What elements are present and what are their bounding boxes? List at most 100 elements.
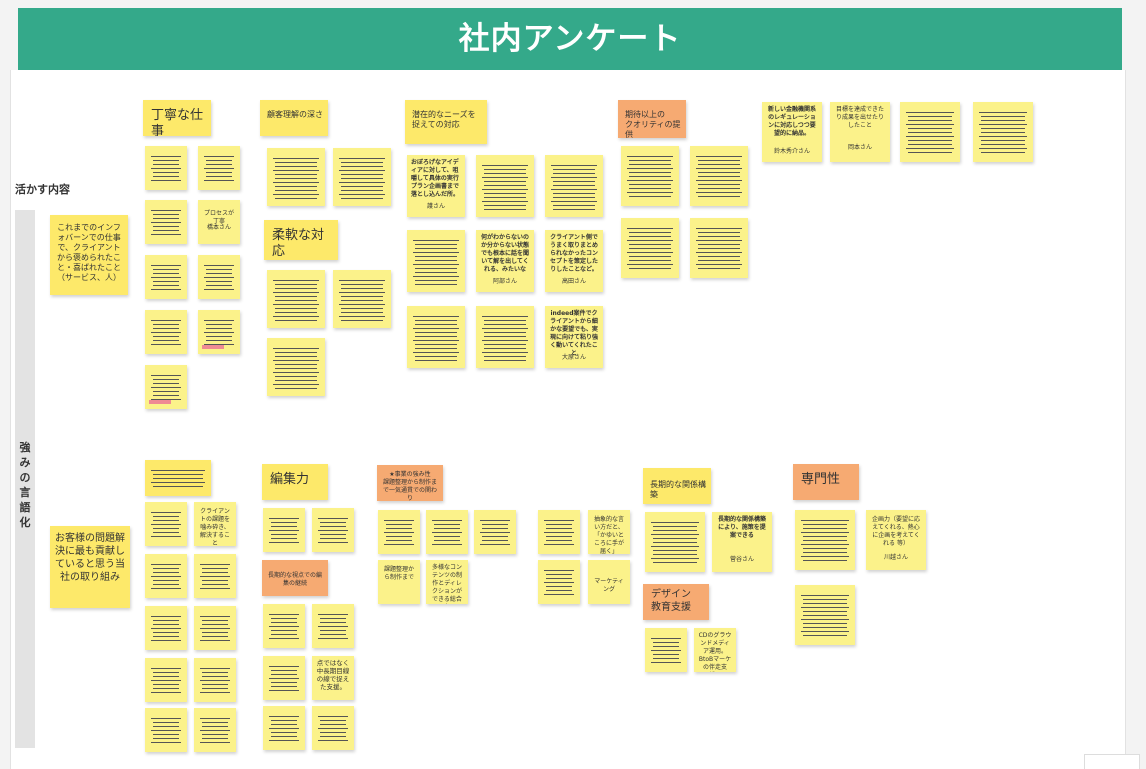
sticky-note[interactable] — [407, 306, 465, 368]
sticky-note[interactable] — [145, 365, 187, 409]
sticky-note[interactable] — [333, 148, 391, 206]
sticky-note[interactable] — [145, 502, 187, 546]
sticky-note[interactable] — [194, 708, 236, 752]
sticky-note[interactable] — [645, 512, 705, 572]
sticky-note-category[interactable]: お客様の問題解決に最も貢献していると思う当社の取り組み — [50, 526, 130, 608]
sticky-note[interactable]: クライアントの課題を噛み砕き、解決すること — [194, 502, 236, 546]
sticky-note-header-careful[interactable]: 丁寧な仕事 — [143, 100, 211, 136]
sticky-note[interactable] — [690, 146, 748, 206]
sticky-note[interactable] — [145, 200, 187, 244]
sticky-note[interactable] — [900, 102, 960, 162]
sticky-note-header-design[interactable]: デザイン 教育支援 — [643, 584, 709, 620]
sticky-note-category[interactable]: これまでのインフォバーンでの仕事で、クライアントから褒められたこと・喜ばれたこと… — [50, 215, 128, 295]
sticky-note[interactable] — [198, 310, 240, 354]
sticky-note[interactable] — [194, 658, 236, 702]
sticky-note[interactable] — [263, 604, 305, 648]
sticky-note[interactable] — [267, 148, 325, 206]
zoom-control[interactable] — [1084, 754, 1140, 769]
sticky-note[interactable] — [333, 270, 391, 328]
scribble-line — [153, 516, 179, 517]
sticky-note[interactable]: CDのグラウンドメディア運用。BtoBマーケの伴走支援。 — [694, 628, 736, 672]
scribble-line — [202, 672, 228, 673]
scribble-line — [698, 236, 740, 237]
sticky-note[interactable] — [795, 585, 855, 645]
sticky-note[interactable] — [378, 510, 420, 554]
sticky-note[interactable] — [973, 102, 1033, 162]
sticky-note[interactable]: クライアント側でうまく取りまとめられなかったコンセプトを策定したりしたことなど。… — [545, 230, 603, 292]
sticky-note[interactable] — [645, 628, 687, 672]
sticky-note[interactable] — [263, 706, 305, 750]
sticky-note[interactable] — [795, 510, 855, 570]
sticky-note[interactable] — [145, 255, 187, 299]
sticky-note[interactable]: indeed案件でクライアントから細かな要望でも、実現に向けて粘り強く動いてくれ… — [545, 306, 603, 368]
sticky-note[interactable] — [538, 510, 580, 554]
sticky-note[interactable] — [690, 218, 748, 278]
sticky-note-header-quality[interactable]: 期待以上の クオリティの提供 — [618, 100, 686, 138]
scribble-line — [484, 336, 526, 337]
sticky-note-header-understanding[interactable]: 顧客理解の深さ — [260, 100, 328, 136]
scribble-line — [318, 614, 348, 615]
sticky-note[interactable]: 多様なコンテンツの制作とディレクションができる総合力 — [426, 560, 468, 604]
scribble-line — [151, 628, 181, 629]
scribble-line — [275, 198, 317, 199]
scribble-line — [200, 640, 230, 641]
sticky-note[interactable] — [198, 146, 240, 190]
note-text: 潜在的なニーズを捉えての対応 — [412, 110, 476, 129]
sticky-note[interactable]: 目標を達成できたり成果を出せたりしたこと岡本さん — [830, 102, 890, 162]
sticky-note[interactable]: マーケティング — [588, 560, 630, 604]
sticky-note[interactable] — [621, 218, 679, 278]
sticky-note[interactable]: 課題整理から制作まで — [378, 560, 420, 604]
sticky-note[interactable]: 企画力（要望に応えてくれる、熱心に企画を考えてくれる 等）川越さん — [866, 510, 926, 570]
sticky-note[interactable] — [263, 508, 305, 552]
sticky-note[interactable] — [474, 510, 516, 554]
scribble-line — [698, 184, 740, 185]
sticky-note[interactable]: 点ではなく中長期目線の線で捉えた支援。 — [312, 656, 354, 700]
sticky-note[interactable]: プロセスが丁寧橋本さん — [198, 200, 240, 244]
sticky-note[interactable] — [545, 155, 603, 217]
sticky-note[interactable] — [267, 270, 325, 328]
sticky-note[interactable] — [538, 560, 580, 604]
sticky-note-header-long-term[interactable]: 長期的な関係構築 — [643, 468, 711, 504]
scribble-line — [906, 148, 954, 149]
sticky-note[interactable] — [263, 656, 305, 700]
sticky-note[interactable] — [267, 338, 325, 396]
sticky-note[interactable] — [145, 554, 187, 598]
sticky-note[interactable] — [312, 508, 354, 552]
sticky-note[interactable]: おぼろげなアイディアに対して、咀嚼して具体の実行プラン企画書まで落とし込んだ所。… — [407, 155, 465, 217]
sticky-note[interactable] — [476, 306, 534, 368]
sticky-note[interactable] — [145, 606, 187, 650]
sticky-note[interactable]: 新しい金融機関系のレギュレーションに対応しつつ要望的に納品。鈴木秀介さん — [762, 102, 822, 162]
sticky-note[interactable] — [198, 255, 240, 299]
scribble-line — [341, 296, 383, 297]
scribble-line — [801, 607, 849, 608]
sticky-note[interactable] — [621, 146, 679, 206]
scribble-line — [696, 192, 742, 193]
sticky-note[interactable] — [407, 230, 465, 292]
sticky-note-header-latent-needs[interactable]: 潜在的なニーズを捉えての対応 — [405, 100, 487, 144]
sticky-note-header-flexible[interactable]: 柔軟な対応 — [264, 220, 338, 260]
sticky-note[interactable] — [194, 554, 236, 598]
sticky-note[interactable] — [312, 706, 354, 750]
sticky-note[interactable]: 何がわからないのか分からない状態でも根本に話を聞いて解を出してくれる、みたいな阿… — [476, 230, 534, 292]
sticky-note[interactable] — [145, 310, 187, 354]
scribble-line — [415, 284, 457, 285]
scribble-line — [553, 197, 595, 198]
scribble-line — [153, 474, 203, 475]
sticky-note[interactable] — [426, 510, 468, 554]
sticky-note[interactable] — [312, 604, 354, 648]
sticky-note[interactable] — [145, 146, 187, 190]
note-text: クライアントの課題を噛み砕き、解決すること — [199, 508, 230, 546]
sticky-note-header-editing[interactable]: 編集力 — [262, 464, 328, 500]
sticky-note-header[interactable] — [145, 460, 211, 496]
sticky-note-header[interactable]: 長期的な視点での編集の継続 — [262, 560, 328, 596]
scribble-line — [553, 209, 595, 210]
sticky-note[interactable] — [476, 155, 534, 217]
sticky-note[interactable] — [194, 606, 236, 650]
sticky-note[interactable] — [145, 658, 187, 702]
sticky-note-header-expertise[interactable]: 専門性 — [793, 464, 859, 500]
sticky-note[interactable]: 抽象的な言い方だと、「かゆいところに手が届く」 — [588, 510, 630, 554]
sticky-note[interactable] — [145, 708, 187, 752]
scribble-line — [696, 252, 742, 253]
sticky-note[interactable]: 長期的な関係構築により、施策を提案できる菅谷さん — [712, 512, 772, 572]
sticky-note-header-strength[interactable]: ★事業の強み性 課題整理から制作まで一気通貫での関わり — [377, 465, 443, 501]
